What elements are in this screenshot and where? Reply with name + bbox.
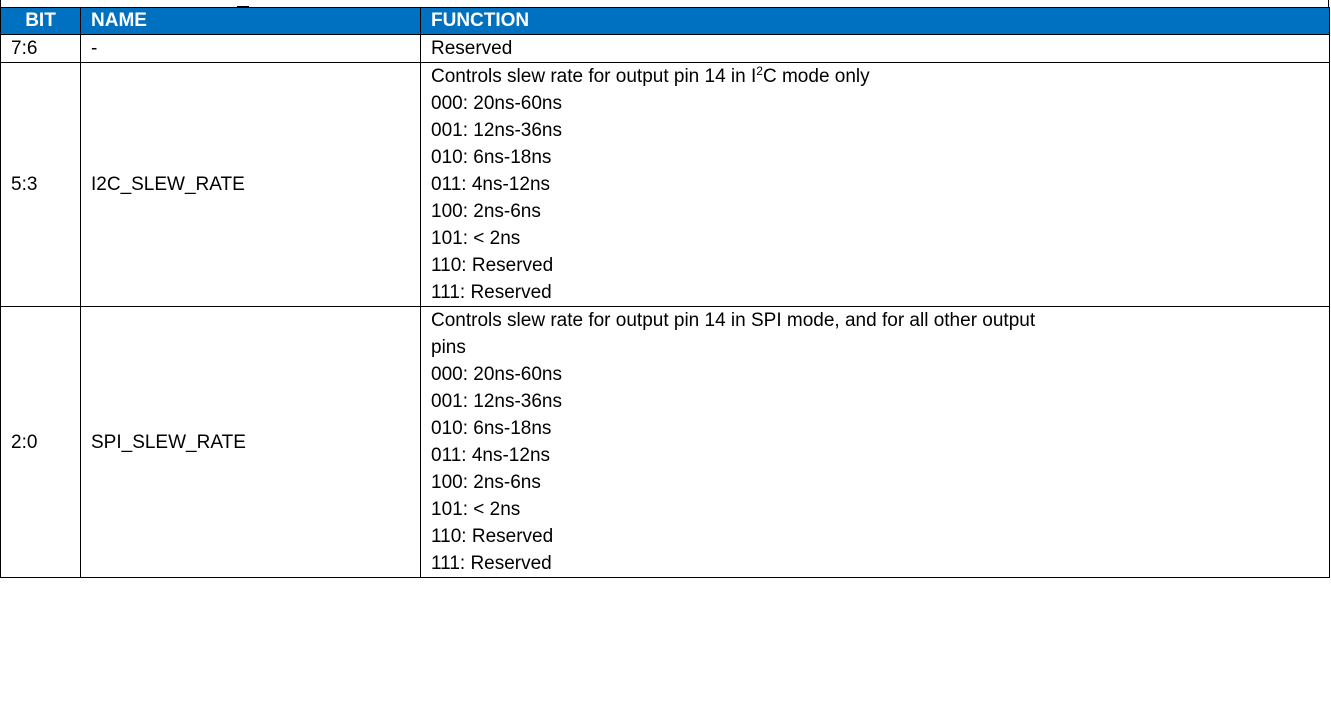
function-line: 011: 4ns-12ns [431,174,551,195]
superscript-two: 2 [756,64,763,78]
function-line: pins [431,337,466,358]
function-line: 010: 6ns-18ns [431,418,552,439]
header-bit: BIT [0,7,81,35]
function-line: 100: 2ns-6ns [431,201,541,222]
function-cell: Controls slew rate for output pin 14 in … [420,62,1330,307]
function-line: Controls slew rate for output pin 14 in … [431,310,1036,331]
function-line: Reserved [431,38,513,59]
function-line: 000: 20ns-60ns [431,364,562,385]
name-cell: I2C_SLEW_RATE [80,62,421,307]
function-line: 101: < 2ns [431,228,521,249]
register-bit-table: BIT NAME FUNCTION 7:6 - Reserved 5:3 I2C… [0,7,1330,578]
function-line: 100: 2ns-6ns [431,472,541,493]
function-line: 101: < 2ns [431,499,521,520]
function-cell: Reserved [420,34,1330,63]
function-line: 000: 20ns-60ns [431,93,562,114]
function-intro-text-end: C mode only [762,66,870,87]
function-line: 001: 12ns-36ns [431,120,562,141]
function-line: 010: 6ns-18ns [431,147,552,168]
name-cell: SPI_SLEW_RATE [80,306,421,578]
function-line: 110: Reserved [431,526,554,547]
bit-cell: 2:0 [0,306,81,578]
function-cell: Controls slew rate for output pin 14 in … [420,306,1330,578]
function-line: 011: 4ns-12ns [431,445,551,466]
table-row: 7:6 - Reserved [0,34,1330,63]
function-line: 111: Reserved [431,282,552,303]
function-intro-line: Controls slew rate for output pin 14 in … [431,63,1329,90]
bit-cell: 5:3 [0,62,81,307]
function-intro-text: Controls slew rate for output pin 14 in … [431,66,757,87]
name-cell: - [80,34,421,63]
header-name: NAME [80,7,421,35]
table-header-row: BIT NAME FUNCTION [0,7,1330,35]
function-line: 110: Reserved [431,255,554,276]
header-function: FUNCTION [420,7,1330,35]
table-row: 5:3 I2C_SLEW_RATE Controls slew rate for… [0,62,1330,307]
function-line: 111: Reserved [431,553,552,574]
bit-cell: 7:6 [0,34,81,63]
table-row: 2:0 SPI_SLEW_RATE Controls slew rate for… [0,306,1330,578]
function-line: 001: 12ns-36ns [431,391,562,412]
